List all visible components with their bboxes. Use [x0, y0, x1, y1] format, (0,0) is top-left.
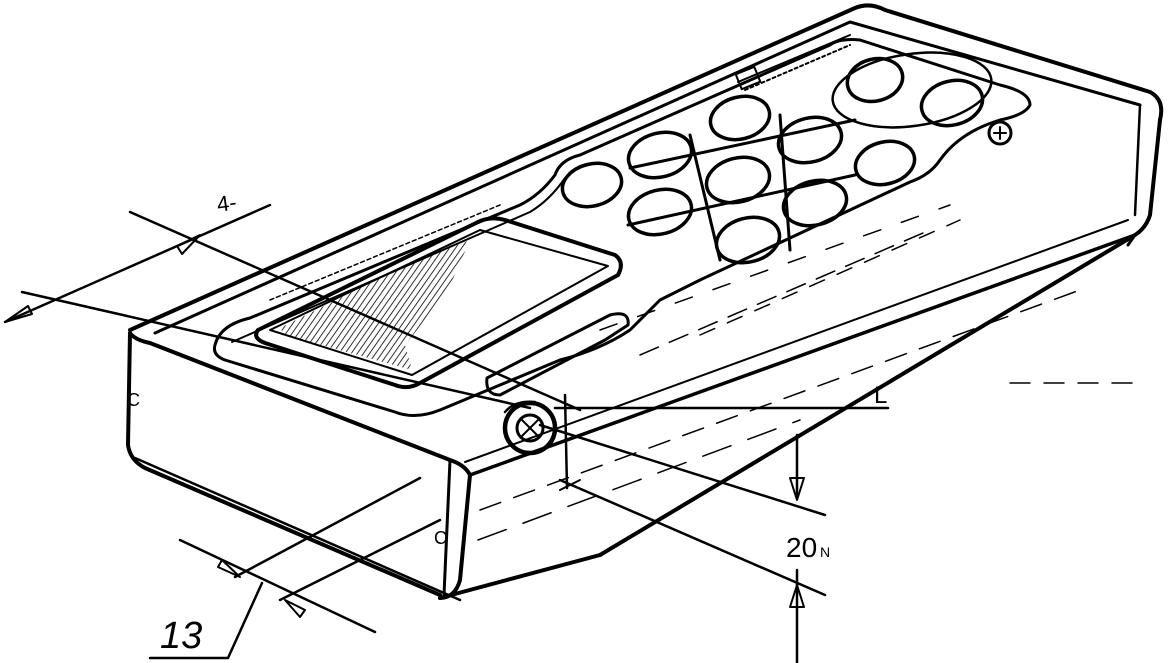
- logo-mark: [987, 120, 1013, 146]
- side-letter-top: C: [127, 390, 140, 410]
- display-screen: [280, 240, 470, 370]
- key-right: [853, 139, 917, 187]
- key-upper-right: [776, 115, 844, 165]
- height-dimension-label: 20: [786, 532, 817, 563]
- key-lower-left: [626, 187, 694, 237]
- drawing-labels: 4- C C L 20 N 13: [127, 189, 887, 657]
- device-body: [126, 3, 1164, 600]
- device-face: [213, 34, 1032, 417]
- key-soft-right: [919, 78, 985, 128]
- key-lower-right: [781, 178, 849, 228]
- connector-port: [502, 400, 558, 456]
- key-upper-left: [626, 130, 694, 180]
- key-bottom-center: [714, 215, 782, 265]
- key-center: [704, 155, 772, 205]
- keypad: [560, 51, 1013, 356]
- width-dimension-label: 4-: [215, 189, 238, 216]
- height-dimension-suffix: N: [820, 544, 830, 560]
- side-letter-bottom: C: [434, 528, 447, 548]
- reference-number: 13: [160, 615, 202, 657]
- dimension-lines: [3, 203, 1141, 663]
- key-left: [560, 161, 624, 209]
- key-top-center: [708, 94, 772, 142]
- axis-letter: L: [874, 382, 887, 409]
- key-soft-left: [845, 56, 905, 104]
